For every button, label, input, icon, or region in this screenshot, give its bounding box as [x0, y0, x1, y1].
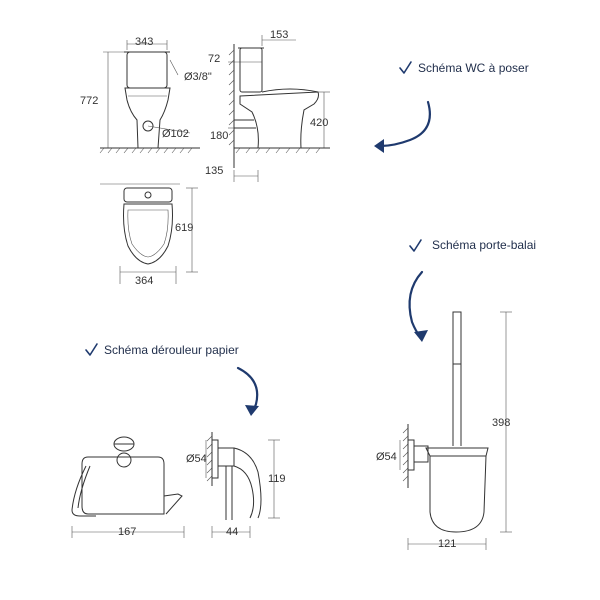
wc-offset-dim: 72	[208, 53, 220, 65]
brush-diameter-dim: Ø54	[376, 451, 397, 463]
label-brush: Schéma porte-balai	[409, 238, 536, 252]
wc-tank-depth-dim: 153	[270, 29, 288, 41]
brush-width-dim: 121	[438, 538, 456, 550]
check-icon	[409, 239, 422, 252]
label-roll-text: Schéma dérouleur papier	[104, 343, 239, 357]
roll-depth-dim: 44	[226, 526, 238, 538]
wc-pipe-dim: Ø3/8"	[184, 71, 212, 83]
wc-front-view: 343 Ø102 Ø3/8" 772	[80, 36, 212, 154]
check-icon	[399, 61, 412, 74]
arrow-wc-icon	[374, 100, 431, 153]
arrow-roll-icon	[236, 366, 259, 416]
brush-holder-view: Ø54 398 121	[376, 311, 512, 550]
wc-width-top-dim: 343	[135, 36, 153, 48]
roll-diameter-dim: Ø54	[186, 453, 207, 465]
roll-holder-front-view: 167	[71, 436, 185, 538]
roll-height-dim: 119	[268, 473, 286, 485]
label-roll: Schéma dérouleur papier	[85, 343, 239, 357]
wc-width-dim: 364	[135, 275, 153, 287]
arrow-brush-icon	[408, 270, 428, 342]
wc-height-dim: 772	[80, 95, 98, 107]
roll-width-dim: 167	[118, 526, 136, 538]
label-wc-text: Schéma WC à poser	[418, 61, 529, 75]
roll-holder-side-view: Ø54 119 44	[186, 432, 286, 538]
wc-seat-height-dim: 420	[310, 117, 328, 129]
wc-side-view: 153 72 420 180	[205, 29, 330, 182]
wc-floor-depth-dim: 135	[205, 165, 223, 177]
brush-height-dim: 398	[492, 417, 510, 429]
wc-floor-height-dim: 180	[210, 130, 228, 142]
wc-length-dim: 619	[175, 222, 193, 234]
wc-drain-dim: Ø102	[162, 128, 189, 140]
wc-top-view: 619 364	[100, 183, 198, 287]
label-brush-text: Schéma porte-balai	[432, 238, 536, 252]
check-icon	[85, 343, 98, 356]
label-wc: Schéma WC à poser	[399, 61, 529, 75]
